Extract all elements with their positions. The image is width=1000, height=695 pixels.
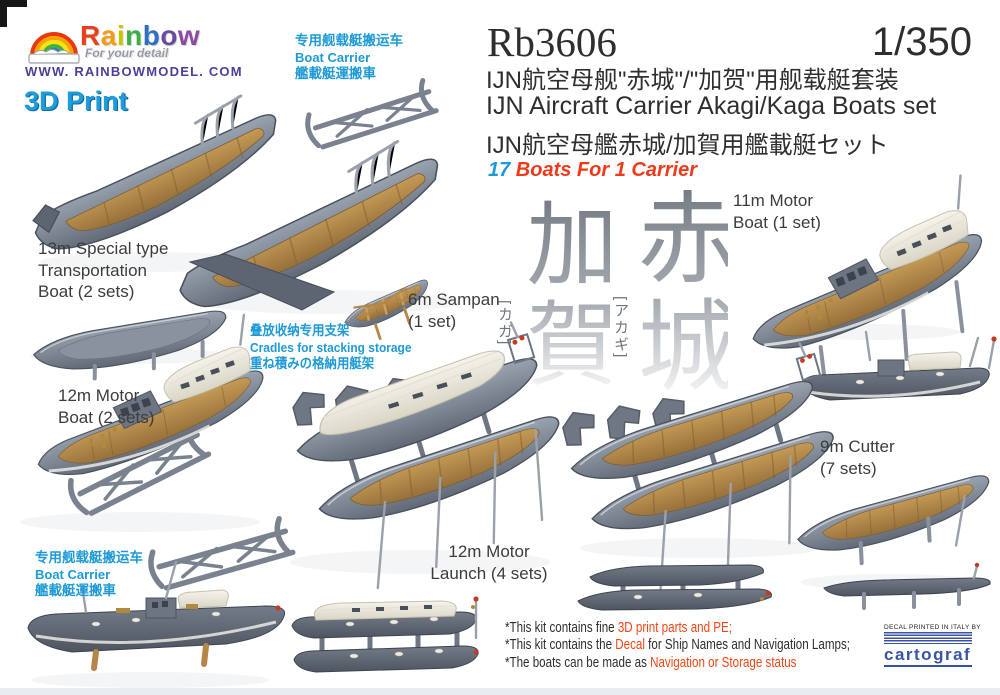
cartograf-stripes-icon — [884, 632, 972, 645]
label-line: 12m Motor — [448, 542, 530, 561]
label-motor-launch-12m: 12m Motor Launch (4 sets) — [428, 541, 550, 584]
watermark-kaga: 加賀 — [511, 196, 618, 396]
brand-letter: R — [80, 20, 101, 51]
sampan-6m-illustration — [340, 278, 436, 340]
label-boat-carrier-top: 专用舰载艇搬运车 Boat Carrier 艦載艇運搬車 — [295, 33, 403, 83]
cutter-stack-side-illustration — [577, 564, 772, 611]
subtitle-count: 17 — [488, 159, 511, 181]
label-line-en: Boat Carrier — [35, 566, 111, 582]
title-english: IJN Aircraft Carrier Akagi/Kaga Boats se… — [486, 92, 937, 120]
label-line: Launch (4 sets) — [430, 563, 548, 583]
label-motor-boat-11m: 11m Motor Boat (1 set) — [733, 190, 821, 233]
label-line: (1 set) — [408, 311, 457, 331]
rainbow-logo-icon — [28, 16, 80, 71]
title-chinese: IJN航空母舰"赤城"/"加贺"用舰载艇套装 — [486, 67, 899, 94]
brand-letter: i — [116, 20, 126, 51]
motor-boat-12m-illustration — [21, 313, 277, 524]
cartograf-caption: DECAL PRINTED IN ITALY BY — [884, 624, 981, 631]
note-line: *The boats can be made as Navigation or … — [505, 655, 850, 672]
brand-letter: b — [142, 20, 161, 51]
label-boat-carrier-bottom: 专用舰载艇搬运车 Boat Carrier 艦載艇運搬車 — [35, 550, 143, 600]
note-highlight: 3D print parts and PE; — [617, 620, 732, 636]
brand-letter: w — [177, 20, 201, 51]
brand-tagline: For your detail — [85, 46, 169, 60]
note-text: *This kit contains fine — [505, 620, 618, 636]
brand-letter: a — [100, 20, 117, 51]
label-sampan-6m: 6m Sampan (1 set) — [408, 289, 500, 332]
note-line: *This kit contains fine 3D print parts a… — [505, 620, 850, 637]
motor-boat-side-bottomleft-illustration — [27, 560, 286, 671]
note-text: *The boats can be made as — [505, 654, 651, 671]
note-text: *This kit contains the — [505, 637, 616, 654]
label-line: (7 sets) — [820, 458, 877, 478]
badge-3d-print: 3D Print — [24, 86, 128, 116]
scale: 1/350 — [871, 20, 972, 64]
label-line: Boat (2 sets) — [58, 407, 155, 427]
label-line: 13m Special type — [38, 239, 169, 258]
flat-boat-side-illustration — [823, 562, 991, 610]
watermark-akagi: 赤城 — [620, 186, 737, 402]
motor-launch-stack-side-illustration — [291, 596, 479, 673]
label-line: Boat (2 sets) — [38, 282, 135, 301]
cutter-9m-illustration — [792, 472, 998, 566]
subtitle-text: Boats For 1 Carrier — [510, 159, 697, 181]
cartograf-name: cartograf — [884, 645, 972, 667]
note-highlight: Decal — [615, 637, 645, 654]
transport-boat-ramp-illustration — [188, 253, 336, 311]
product-code: Rb3606 — [487, 19, 617, 65]
brand-name: Rainbow — [80, 20, 200, 52]
brand-website: WWW. RAINBOWMODEL. COM — [25, 64, 243, 79]
label-transport-13m: 13m Special type Transportation Boat (2 … — [38, 238, 168, 303]
boat-carrier-frame-top-illustration — [303, 79, 439, 149]
crop-mark — [0, 0, 27, 27]
watermark-akagi-reading: [アカギ] — [612, 296, 629, 360]
label-line-cn: 专用舰载艇搬运车 — [295, 33, 403, 48]
label-line-en: Boat Carrier — [295, 49, 371, 65]
stored-boat-illustration — [30, 308, 232, 381]
subtitle-17-boats: 17 Boats For 1 Carrier — [488, 159, 697, 182]
brand-letter: n — [125, 20, 143, 51]
label-line-cn: 专用舰载艇搬运车 — [35, 550, 143, 565]
motor-boat-11m-side-illustration — [801, 330, 997, 401]
motor-launch-stack-illustration — [296, 321, 572, 590]
label-line-jp: 艦載艇運搬車 — [295, 66, 376, 81]
label-line: Transportation — [38, 260, 147, 280]
label-line-jp: 艦載艇運搬車 — [35, 583, 116, 598]
kit-notes: *This kit contains fine 3D print parts a… — [505, 620, 850, 672]
label-line-cn: 叠放收纳专用支架 — [250, 323, 350, 338]
label-line: Boat (1 set) — [733, 212, 821, 232]
cartograf-logo: DECAL PRINTED IN ITALY BY cartograf — [884, 624, 981, 667]
label-line-jp: 重ね積みの格納用艇架 — [250, 356, 375, 371]
label-motor-boat-12m: 12m Motor Boat (2 sets) — [58, 385, 154, 428]
transport-boat-13m-1-illustration — [32, 94, 277, 250]
title-japanese: IJN航空母艦赤城/加賀用艦載艇セット — [486, 132, 889, 159]
note-text: for Ship Names and Navigation Lamps; — [644, 637, 850, 654]
label-line: 11m Motor — [733, 191, 813, 210]
label-line: 12m Motor — [58, 386, 140, 405]
brand-letter: o — [160, 20, 178, 51]
label-line: 6m Sampan — [408, 290, 500, 309]
label-cutter-9m: 9m Cutter (7 sets) — [820, 436, 895, 479]
page-edge — [0, 688, 1000, 695]
watermark-kaga-reading: [カガ] — [496, 300, 513, 347]
note-line: *This kit contains the Decal for Ship Na… — [505, 637, 850, 654]
label-line: 9m Cutter — [820, 437, 895, 456]
label-line-en: Cradles for stacking storage — [250, 339, 412, 355]
label-cradles: 叠放收纳专用支架 Cradles for stacking storage 重ね… — [250, 323, 412, 373]
note-highlight: Navigation or Storage status — [650, 654, 797, 671]
